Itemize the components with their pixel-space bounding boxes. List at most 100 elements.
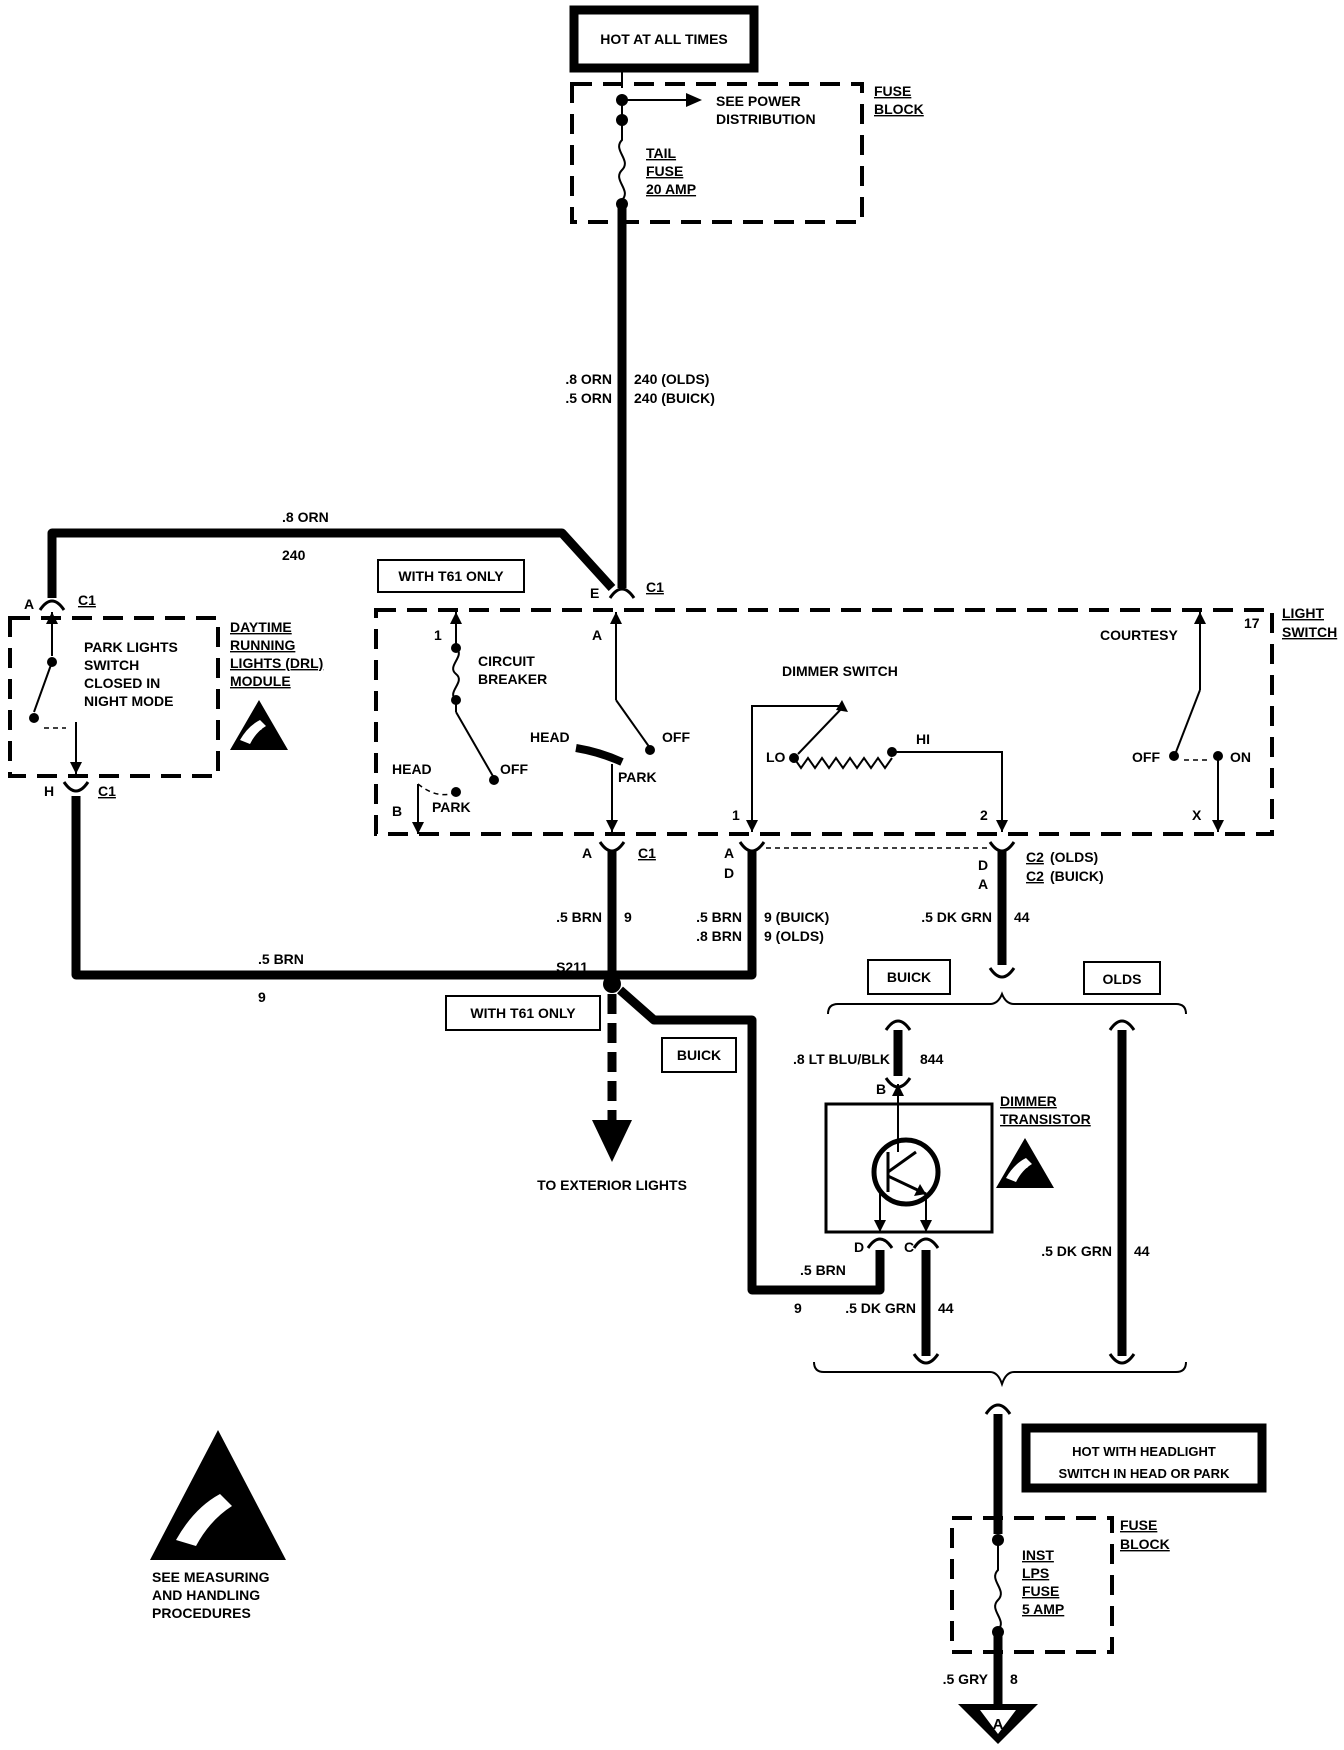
svg-text:(OLDS): (OLDS)	[1050, 849, 1098, 865]
svg-text:SWITCH: SWITCH	[1282, 624, 1337, 640]
svg-text:8: 8	[1010, 1671, 1018, 1687]
svg-text:.8 LT BLU/BLK: .8 LT BLU/BLK	[793, 1051, 890, 1067]
svg-text:ON: ON	[1230, 749, 1251, 765]
svg-text:44: 44	[1134, 1243, 1150, 1259]
svg-text:BLOCK: BLOCK	[1120, 1536, 1170, 1552]
with-t61-top: WITH T61 ONLY	[377, 559, 525, 593]
dimmer-transistor: DIMMER TRANSISTOR	[824, 1084, 1091, 1234]
variant-selector: BUICK OLDS	[827, 959, 1187, 1015]
svg-text:LIGHTS (DRL): LIGHTS (DRL)	[230, 655, 323, 671]
svg-text:.5 BRN: .5 BRN	[556, 909, 602, 925]
svg-text:PARK: PARK	[618, 769, 657, 785]
circuit-breaker-icon	[452, 647, 460, 712]
svg-text:C2: C2	[1026, 868, 1044, 884]
drl-module: A C1 PARK LIGHTS SWITCH CLOSED IN NIGHT …	[8, 592, 323, 799]
wire-9-left	[71, 796, 612, 980]
svg-text:BUICK: BUICK	[887, 969, 931, 985]
svg-text:.5 BRN: .5 BRN	[258, 951, 304, 967]
svg-text:240 (OLDS): 240 (OLDS)	[634, 371, 709, 387]
svg-text:PARK: PARK	[432, 799, 471, 815]
svg-text:.8 ORN: .8 ORN	[565, 371, 612, 387]
svg-text:B: B	[392, 803, 402, 819]
fuse-icon	[618, 100, 626, 204]
svg-text:HEAD: HEAD	[392, 761, 432, 777]
svg-text:FUSE: FUSE	[646, 163, 683, 179]
svg-text:S211: S211	[556, 959, 588, 975]
svg-text:D: D	[854, 1239, 864, 1255]
esd-warning-icon	[150, 1430, 286, 1560]
svg-text:PARK LIGHTS: PARK LIGHTS	[84, 639, 178, 655]
connector-e-c1	[608, 587, 636, 599]
svg-text:9: 9	[258, 989, 266, 1005]
svg-text:C1: C1	[646, 579, 664, 595]
svg-text:A: A	[724, 845, 734, 861]
svg-text:WITH T61 ONLY: WITH T61 ONLY	[470, 1005, 576, 1021]
svg-text:X: X	[1192, 807, 1202, 823]
svg-text:A: A	[582, 845, 592, 861]
svg-text:SWITCH IN HEAD OR PARK: SWITCH IN HEAD OR PARK	[1059, 1466, 1231, 1481]
svg-text:.5 GRY: .5 GRY	[943, 1671, 989, 1687]
fuse-block-top: FUSE BLOCK SEE POWER DISTRIBUTION TAIL F…	[570, 82, 924, 224]
svg-text:FUSE: FUSE	[1022, 1583, 1059, 1599]
wire-9-mid	[612, 850, 757, 980]
svg-text:DIMMER: DIMMER	[1000, 1093, 1057, 1109]
svg-text:44: 44	[938, 1300, 954, 1316]
svg-text:E: E	[590, 585, 599, 601]
svg-text:844: 844	[920, 1051, 944, 1067]
esd-note: SEE MEASURING AND HANDLING PROCEDURES	[150, 1430, 286, 1621]
svg-text:OFF: OFF	[662, 729, 690, 745]
svg-text:LO: LO	[766, 749, 786, 765]
svg-text:C1: C1	[638, 845, 656, 861]
with-t61-bottom: WITH T61 ONLY	[445, 995, 601, 1031]
svg-text:HOT AT ALL TIMES: HOT AT ALL TIMES	[600, 31, 728, 47]
connector-c1-top	[38, 599, 66, 611]
svg-text:SWITCH: SWITCH	[84, 657, 139, 673]
svg-text:A: A	[592, 627, 602, 643]
svg-text:FUSE: FUSE	[874, 83, 911, 99]
svg-text:INST: INST	[1022, 1547, 1054, 1563]
svg-text:OLDS: OLDS	[1103, 971, 1142, 987]
transistor-icon	[871, 1137, 941, 1207]
svg-text:9: 9	[794, 1300, 802, 1316]
svg-text:RUNNING: RUNNING	[230, 637, 295, 653]
svg-text:DISTRIBUTION: DISTRIBUTION	[716, 111, 816, 127]
svg-text:.5 DK GRN: .5 DK GRN	[1041, 1243, 1112, 1259]
svg-text:DIMMER SWITCH: DIMMER SWITCH	[782, 663, 898, 679]
svg-text:MODULE: MODULE	[230, 673, 291, 689]
svg-text:C1: C1	[98, 783, 116, 799]
power-hot-with-headlight: HOT WITH HEADLIGHT SWITCH IN HEAD OR PAR…	[1021, 1423, 1267, 1493]
svg-text:D: D	[724, 865, 734, 881]
svg-text:H: H	[44, 783, 54, 799]
svg-text:1: 1	[434, 627, 442, 643]
svg-text:AND HANDLING: AND HANDLING	[152, 1587, 260, 1603]
svg-text:20 AMP: 20 AMP	[646, 181, 696, 197]
svg-text:(BUICK): (BUICK)	[1050, 868, 1104, 884]
light-switch: E C1 LIGHT SWITCH 1 CIRCUIT BREAKER OFF …	[374, 579, 1337, 836]
svg-text:FUSE: FUSE	[1120, 1517, 1157, 1533]
power-hot-at-all-times: HOT AT ALL TIMES	[569, 5, 759, 73]
svg-text:240: 240	[282, 547, 306, 563]
fuse-block-bottom: FUSE BLOCK INST LPS FUSE 5 AMP	[950, 1516, 1170, 1654]
svg-text:TAIL: TAIL	[646, 145, 677, 161]
svg-text:LPS: LPS	[1022, 1565, 1049, 1581]
svg-text:D: D	[978, 857, 988, 873]
connector-c1-bottom	[62, 781, 90, 793]
dimmer-resistor-icon	[793, 756, 893, 770]
svg-text:SEE MEASURING: SEE MEASURING	[152, 1569, 270, 1585]
svg-text:.5 BRN: .5 BRN	[696, 909, 742, 925]
svg-text:1: 1	[732, 807, 740, 823]
svg-text:B: B	[876, 1081, 886, 1097]
svg-text:C2: C2	[1026, 849, 1044, 865]
svg-text:CIRCUIT: CIRCUIT	[478, 653, 535, 669]
arrow-right-icon	[686, 93, 702, 107]
svg-text:HOT WITH HEADLIGHT: HOT WITH HEADLIGHT	[1072, 1444, 1216, 1459]
connector-a-c1: A C1	[582, 841, 656, 861]
arrow-down-icon	[592, 1120, 632, 1162]
svg-text:.5 BRN: .5 BRN	[800, 1262, 846, 1278]
svg-text:9 (BUICK): 9 (BUICK)	[764, 909, 829, 925]
svg-text:COURTESY: COURTESY	[1100, 627, 1178, 643]
ground-reference-a: A	[958, 1704, 1038, 1744]
svg-text:TRANSISTOR: TRANSISTOR	[1000, 1111, 1091, 1127]
esd-warning-icon	[230, 700, 288, 750]
svg-text:.5 DK GRN: .5 DK GRN	[845, 1300, 916, 1316]
